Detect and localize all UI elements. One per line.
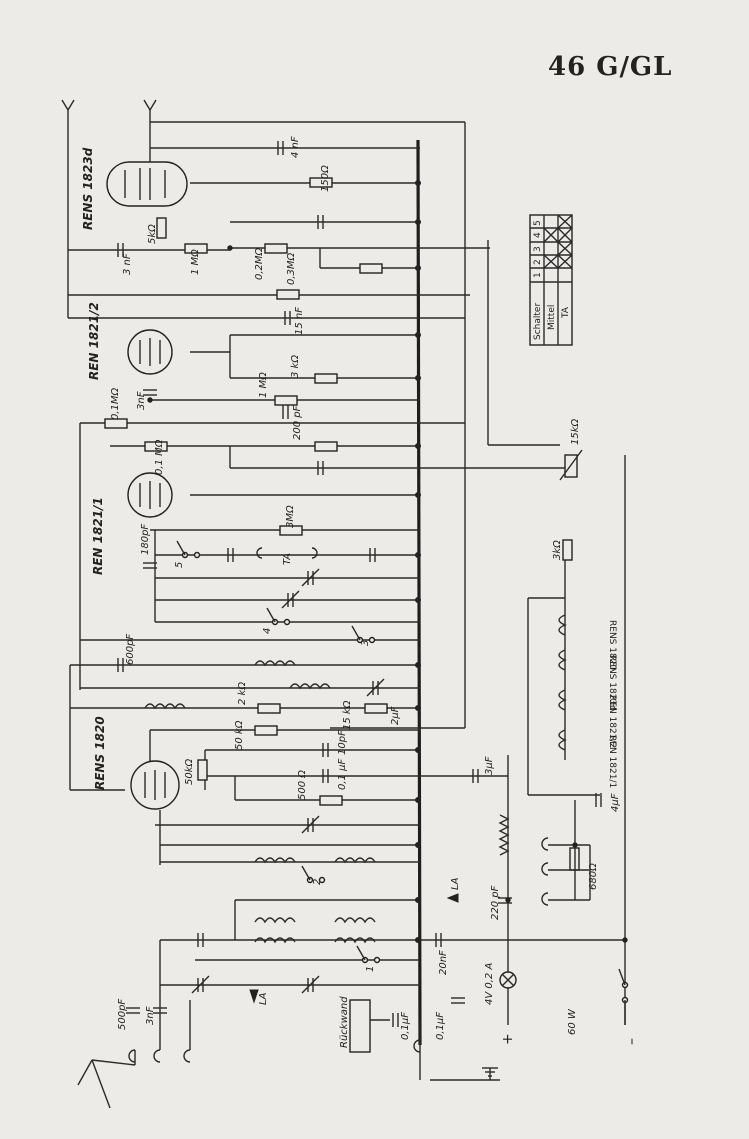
rueckwand-box [349,999,390,1053]
label-sw3: 3 [360,640,371,646]
label-200pf: 200 pF [292,405,303,440]
label-1m-b: 1 MΩ [258,372,269,398]
label-sw1: 1 [365,966,376,972]
resistors [104,177,583,871]
label-3k-a: 3 kΩ [290,355,301,378]
label-01uf-b: 0,1μF [400,1012,411,1040]
switch-table: 5 4 3 2 1 Schalter Mittel TA [529,214,573,346]
row-ta: TA [561,306,571,319]
label-sw5: 5 [174,562,185,568]
ground-icon [413,1039,498,1080]
row-schalter: Schalter [533,303,543,340]
label-02m: 0,2MΩ [254,247,265,280]
page-title: 46 G/GL [548,52,673,82]
col-4: 4 [533,232,543,238]
label-la-b: LA [258,992,269,1005]
label-la-a: LA [450,877,461,890]
tube-1821-2-label: REN 1821/2 [87,302,101,380]
label-500: 500 Ω [297,770,308,800]
label-01uf-c: 0,1μF [435,1012,446,1040]
label-180pf: 180pF [140,524,151,555]
top-terminals [61,99,157,112]
label-10pf: 10pF [337,730,348,755]
label-50k-a: 50 kΩ [234,720,245,750]
component-labels: 4 nF 150Ω 5kΩ 3 nF 1 MΩ 0,2MΩ 0,3MΩ 15 n… [110,136,640,1048]
fil-1820: RENS 1820 [607,620,617,670]
fil-1823d: RENS 1823d [607,655,617,711]
ground-bus [416,139,422,1046]
coils [144,660,510,944]
label-600pf: 600pF [125,634,136,665]
label-2uf: 2μF [390,706,401,725]
antenna-icon [77,1049,191,1109]
row-mittel: Mittel [547,305,557,330]
label-3nf-a: 3 nF [122,253,133,275]
label-ta: TA [282,553,293,565]
label-03m: 0,3MΩ [286,252,297,285]
tube-1823d-label: RENS 1823d [81,147,95,230]
la-markers [249,893,459,1004]
fil-1821-1: REN 1821/1 [607,735,617,788]
col-5: 5 [533,220,543,226]
label-3nf-c: 3nF [145,1006,156,1025]
capacitors [117,141,602,1027]
right-rails [150,121,626,1025]
label-rueckwand: Rückwand [339,996,350,1048]
switches [176,540,629,1025]
pilot-lamp [499,971,517,989]
label-15k-pot: 15kΩ [570,418,581,445]
label-sw2: 2 [312,879,323,885]
label-plus: + [500,1033,516,1045]
col-1: 1 [533,272,543,278]
tube-ren-1821-2: REN 1821/2 [87,302,173,380]
label-minus: – [624,1038,640,1045]
filament-chain: RENS 1820 RENS 1823d REN 1821/2 REN 1821… [528,560,617,796]
tube-1820-label: RENS 1820 [93,716,107,790]
label-sw4: 4 [262,628,273,634]
label-15k: 15 kΩ [342,700,353,730]
label-15nf: 15 nF [294,307,305,335]
label-3k-b: 3kΩ [552,540,563,560]
label-3m: 3MΩ [285,505,296,528]
speaker-jacks [541,800,591,906]
label-680: 680Ω [588,863,599,890]
ta-sockets [256,547,318,559]
label-1m-a: 1 MΩ [190,249,201,275]
label-01m-a: 0,1MΩ [110,387,121,420]
label-500pf: 500pF [117,999,128,1030]
label-2k: 2 kΩ [237,682,248,705]
tube-rens-1820: RENS 1820 [93,716,180,810]
label-20nf: 20nF [438,950,449,975]
tube-ren-1821-1: REN 1821/1 [91,472,173,575]
label-lamp: 4V 0,2 A [484,963,495,1005]
label-150: 150Ω [320,165,331,192]
label-4uf: 4μF [610,793,621,812]
label-01m-b: 0,1 MΩ [154,439,165,475]
label-220pf: 220 pF [490,885,501,920]
label-50k-b: 50kΩ [184,758,195,785]
label-5k: 5kΩ [147,224,158,244]
label-power: 60 W [567,1008,578,1035]
tube-rens-1823d: RENS 1823d [67,110,188,250]
junction-dots [147,180,628,943]
col-2: 2 [533,259,543,265]
col-3: 3 [533,246,543,252]
label-01uf-a: 0,1 μF [337,759,348,790]
label-3nf-b: 3nF [136,391,147,410]
label-3uf: 3μF [484,756,495,775]
fil-1821-2: REN 1821/2 [607,695,617,748]
tube-1821-1-label: REN 1821/1 [91,497,105,575]
label-4nf: 4 nF [290,136,301,158]
